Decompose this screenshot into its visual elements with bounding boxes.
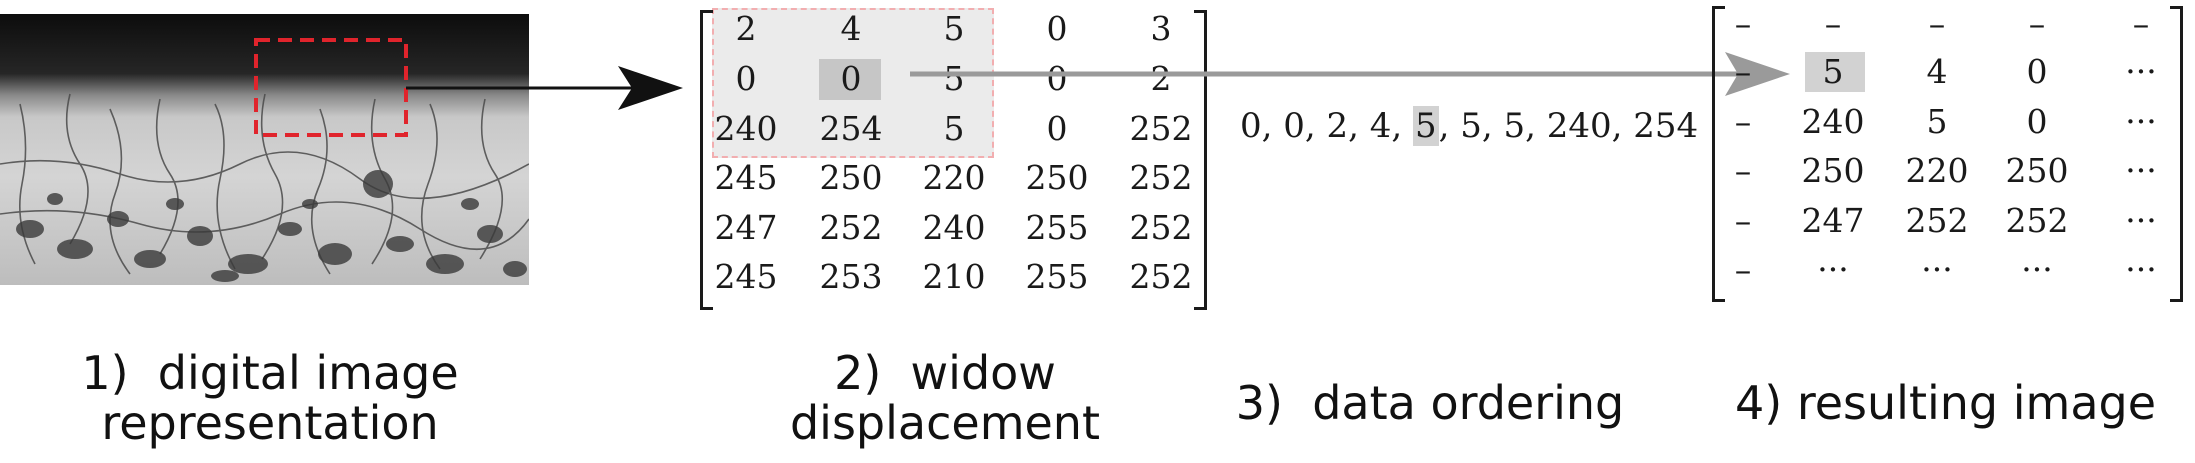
matrix-cell-r1-c0: 0 xyxy=(735,59,757,98)
ordered-sequence: 0, 0, 2, 4, 5, 5, 5, 240, 254 xyxy=(1240,103,1698,149)
caption-panel-3: 3) data ordering xyxy=(1205,378,1655,428)
ordering-after: , 5, 5, 240, 254 xyxy=(1438,106,1699,146)
matrix-cell-r1-c4: 2 xyxy=(1150,59,1172,98)
caption-1-line2: representation xyxy=(101,396,439,450)
matrix-cell-r5-c1: 253 xyxy=(819,257,883,296)
result-cell-r4-c2: 252 xyxy=(1905,201,1969,240)
matrix-cell-r0-c1: 4 xyxy=(840,9,862,48)
matrix-cell-r4-c2: 240 xyxy=(922,208,986,247)
caption-1-step: 1) xyxy=(81,346,129,400)
matrix-bracket-right xyxy=(1194,10,1207,310)
result-cell-r3-c0: – xyxy=(1734,151,1752,190)
caption-4-step: 4) xyxy=(1735,376,1783,430)
result-cell-r2-c0: – xyxy=(1734,102,1752,141)
result-cell-r2-c2: 5 xyxy=(1926,102,1948,141)
matrix-cell-r4-c3: 255 xyxy=(1025,208,1089,247)
caption-panel-1: 1) digital image representation xyxy=(40,348,500,448)
matrix-cell-r2-c4: 252 xyxy=(1129,109,1193,148)
matrix-cell-r5-c2: 210 xyxy=(922,257,986,296)
result-cell-r2-c4: ··· xyxy=(2125,102,2157,141)
result-cell-r4-c4: ··· xyxy=(2125,201,2157,240)
result-cell-r4-c1: 247 xyxy=(1801,201,1865,240)
matrix-cell-r3-c4: 252 xyxy=(1129,158,1193,197)
matrix-cell-r3-c2: 220 xyxy=(922,158,986,197)
result-cell-r0-c0: – xyxy=(1734,4,1752,43)
matrix-cell-r0-c0: 2 xyxy=(735,9,757,48)
caption-2-step: 2) xyxy=(834,346,882,400)
matrix-cell-r1-c2: 5 xyxy=(943,59,965,98)
digital-image-micrograph xyxy=(0,14,529,285)
result-cell-r4-c0: – xyxy=(1734,201,1752,240)
caption-panel-4: 4) resulting image xyxy=(1735,378,2195,428)
result-cell-r2-c3: 0 xyxy=(2026,102,2048,141)
result-cell-r5-c1: ··· xyxy=(1817,250,1849,289)
result-cell-r1-c4: ··· xyxy=(2125,52,2157,91)
result-cell-r0-c3: – xyxy=(2028,4,2046,43)
roi-window-box xyxy=(254,38,408,137)
result-cell-r4-c3: 252 xyxy=(2005,201,2069,240)
caption-2-line2: displacement xyxy=(789,396,1100,450)
result-cell-r1-c3: 0 xyxy=(2026,52,2048,91)
result-cell-r3-c3: 250 xyxy=(2005,151,2069,190)
matrix-cell-r0-c3: 0 xyxy=(1046,9,1068,48)
matrix-cell-r5-c3: 255 xyxy=(1025,257,1089,296)
result-cell-r5-c3: ··· xyxy=(2021,250,2053,289)
result-cell-r1-c2: 4 xyxy=(1926,52,1948,91)
caption-4-text: resulting image xyxy=(1796,376,2157,430)
matrix-cell-r3-c0: 245 xyxy=(714,158,778,197)
matrix-cell-r3-c3: 250 xyxy=(1025,158,1089,197)
matrix-cell-r0-c4: 3 xyxy=(1150,9,1172,48)
caption-3-step: 3) xyxy=(1235,376,1283,430)
result-bracket-right xyxy=(2170,6,2183,302)
result-cell-r0-c2: – xyxy=(1928,4,1946,43)
result-cell-r0-c1: – xyxy=(1824,4,1842,43)
result-cell-r5-c0: – xyxy=(1734,250,1752,289)
matrix-cell-r5-c4: 252 xyxy=(1129,257,1193,296)
result-cell-r1-c0: – xyxy=(1734,52,1752,91)
median-value: 5 xyxy=(1413,106,1439,146)
result-pixel-highlight xyxy=(1805,52,1865,92)
matrix-cell-r4-c1: 252 xyxy=(819,208,883,247)
matrix-cell-r4-c4: 252 xyxy=(1129,208,1193,247)
matrix-bracket-left xyxy=(700,10,713,310)
result-cell-r3-c4: ··· xyxy=(2125,151,2157,190)
matrix-cell-r4-c0: 247 xyxy=(714,208,778,247)
matrix-cell-r2-c2: 5 xyxy=(943,109,965,148)
result-bracket-left xyxy=(1712,6,1725,302)
matrix-cell-r5-c0: 245 xyxy=(714,257,778,296)
result-cell-r1-c1: 5 xyxy=(1822,52,1844,91)
caption-1-line1: digital image xyxy=(157,346,459,400)
sliding-window-highlight xyxy=(712,8,994,158)
caption-3-text: data ordering xyxy=(1312,376,1625,430)
result-cell-r0-c4: – xyxy=(2132,4,2150,43)
center-pixel-highlight xyxy=(819,59,881,100)
matrix-cell-r2-c3: 0 xyxy=(1046,109,1068,148)
result-cell-r5-c4: ··· xyxy=(2125,250,2157,289)
matrix-cell-r3-c1: 250 xyxy=(819,158,883,197)
result-cell-r2-c1: 240 xyxy=(1801,102,1865,141)
caption-2-line1: widow xyxy=(910,346,1056,400)
ordering-before: 0, 0, 2, 4, xyxy=(1240,106,1413,146)
result-cell-r3-c2: 220 xyxy=(1905,151,1969,190)
matrix-cell-r0-c2: 5 xyxy=(943,9,965,48)
matrix-cell-r1-c1: 0 xyxy=(840,59,862,98)
matrix-cell-r2-c0: 240 xyxy=(714,109,778,148)
result-cell-r5-c2: ··· xyxy=(1921,250,1953,289)
matrix-cell-r1-c3: 0 xyxy=(1046,59,1068,98)
result-cell-r3-c1: 250 xyxy=(1801,151,1865,190)
matrix-cell-r2-c1: 254 xyxy=(819,109,883,148)
caption-panel-2: 2) widow displacement xyxy=(745,348,1145,448)
